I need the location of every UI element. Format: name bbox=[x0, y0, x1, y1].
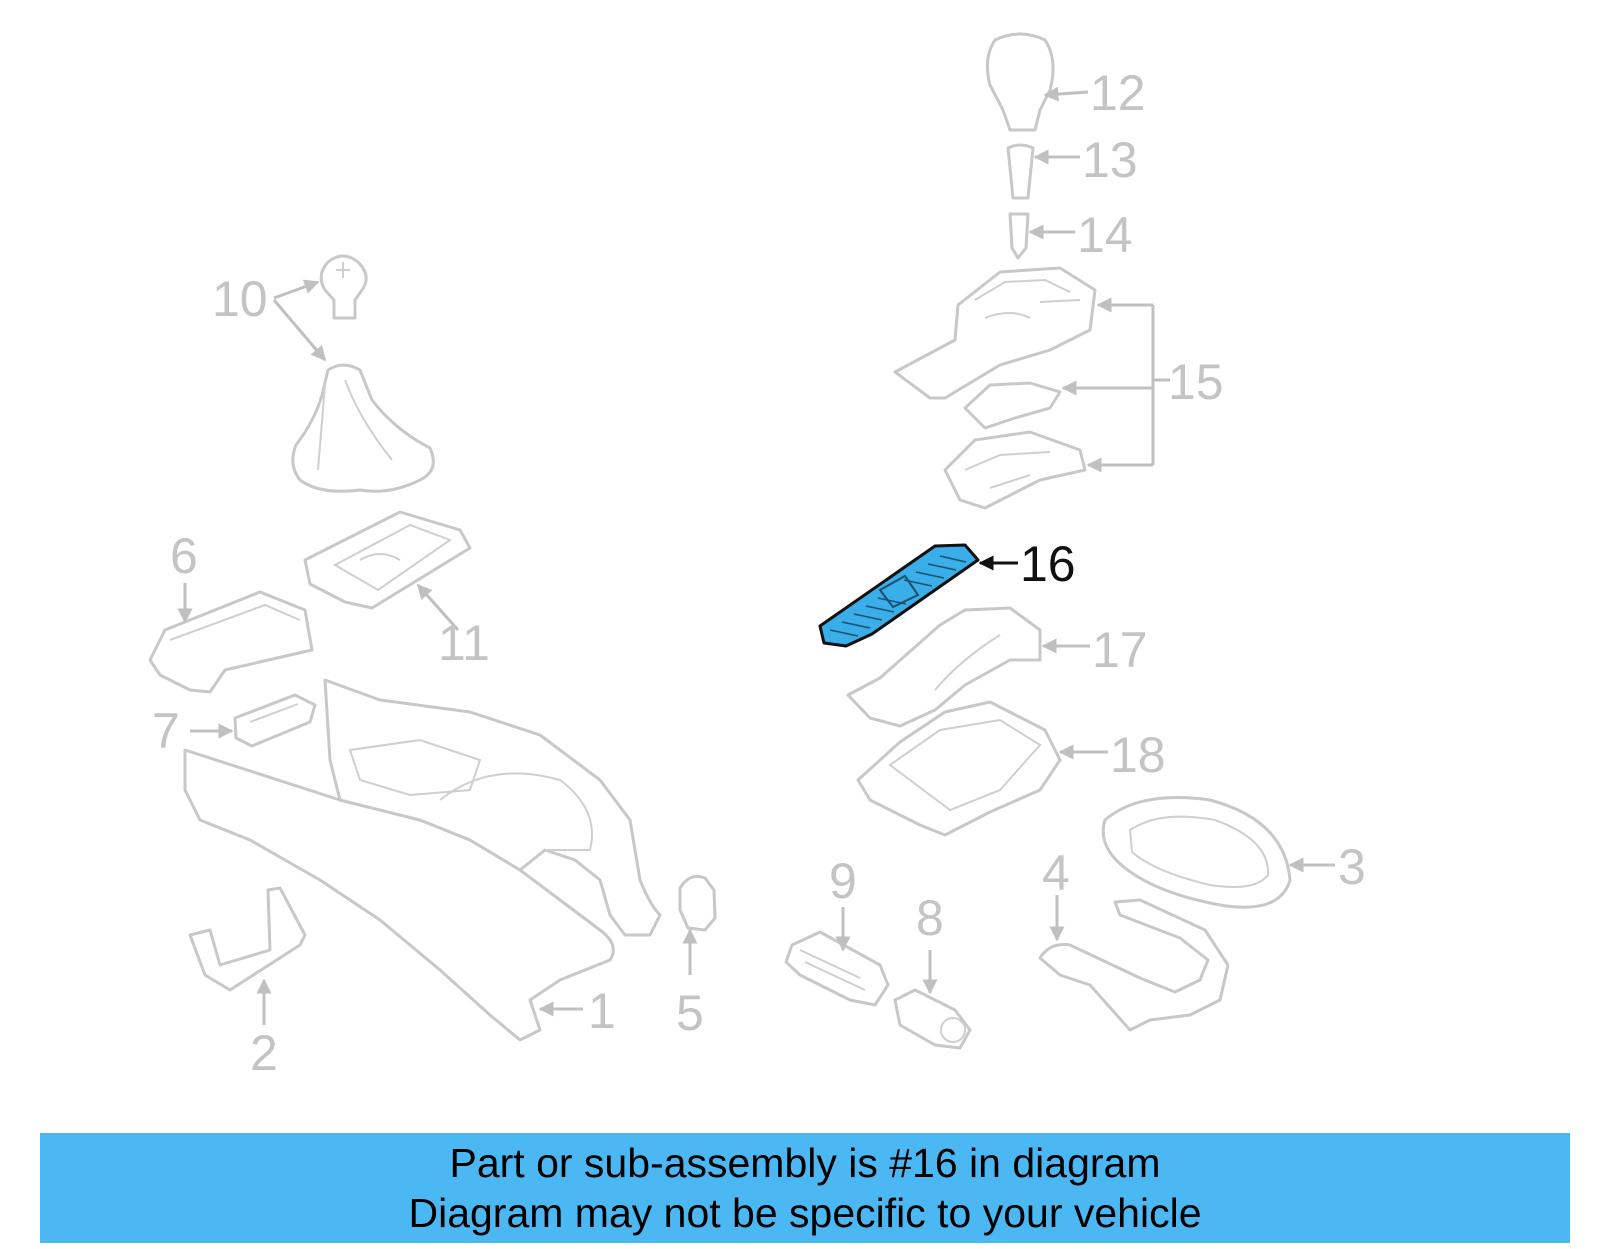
callout-10[interactable]: 10 bbox=[212, 271, 268, 327]
callout-6[interactable]: 6 bbox=[170, 528, 198, 584]
part-16-cover-highlighted[interactable] bbox=[818, 543, 980, 648]
callout-11[interactable]: 11 bbox=[438, 615, 490, 671]
leader-lines bbox=[177, 86, 1335, 1025]
callout-16[interactable]: 16 bbox=[1020, 536, 1076, 592]
part-6-console-lid[interactable] bbox=[148, 590, 314, 694]
part-8-lighter[interactable] bbox=[893, 988, 972, 1050]
part-13-knob-sleeve[interactable] bbox=[1006, 143, 1035, 200]
callout-9[interactable]: 9 bbox=[829, 853, 857, 909]
callout-3[interactable]: 3 bbox=[1338, 839, 1366, 895]
info-banner: Part or sub-assembly is #16 in diagram D… bbox=[40, 1133, 1570, 1243]
banner-line-1: Part or sub-assembly is #16 in diagram bbox=[449, 1140, 1161, 1186]
part-10-shift-boot[interactable] bbox=[291, 363, 435, 493]
callout-17[interactable]: 17 bbox=[1092, 622, 1148, 678]
part-18-mounting-frame[interactable] bbox=[856, 700, 1062, 837]
part-17-bezel[interactable] bbox=[846, 606, 1042, 728]
callout-8[interactable]: 8 bbox=[916, 890, 944, 946]
callout-12[interactable]: 12 bbox=[1090, 65, 1146, 121]
part-2-bracket[interactable] bbox=[188, 886, 307, 992]
callout-7[interactable]: 7 bbox=[152, 703, 180, 759]
part-3-trim-ring[interactable] bbox=[1101, 796, 1292, 909]
part-1-center-console[interactable] bbox=[183, 678, 662, 1042]
callout-15[interactable]: 15 bbox=[1168, 354, 1224, 410]
part-12-selector-knob[interactable] bbox=[985, 32, 1055, 132]
banner-line-2: Diagram may not be specific to your vehi… bbox=[408, 1190, 1202, 1236]
part-9-power-socket[interactable] bbox=[784, 930, 890, 1007]
part-15-indicator-assembly[interactable] bbox=[893, 266, 1097, 510]
callout-2[interactable]: 2 bbox=[250, 1025, 278, 1081]
callout-5[interactable]: 5 bbox=[676, 985, 704, 1041]
callout-1[interactable]: 1 bbox=[588, 983, 616, 1039]
part-4-linkage[interactable] bbox=[1038, 898, 1230, 1032]
callout-labels: 1 2 3 4 5 6 7 8 9 10 11 12 13 14 15 16 1… bbox=[152, 65, 1366, 1081]
part-11-shift-plate[interactable] bbox=[303, 510, 472, 610]
part-14-clip[interactable] bbox=[1008, 212, 1030, 260]
part-7-tray[interactable] bbox=[233, 693, 317, 748]
callout-14[interactable]: 14 bbox=[1077, 207, 1133, 263]
callout-4[interactable]: 4 bbox=[1042, 845, 1070, 901]
callout-13[interactable]: 13 bbox=[1082, 132, 1138, 188]
part-5-clip[interactable] bbox=[678, 874, 717, 932]
part-10-shift-knob[interactable] bbox=[319, 254, 368, 320]
callout-18[interactable]: 18 bbox=[1110, 727, 1166, 783]
